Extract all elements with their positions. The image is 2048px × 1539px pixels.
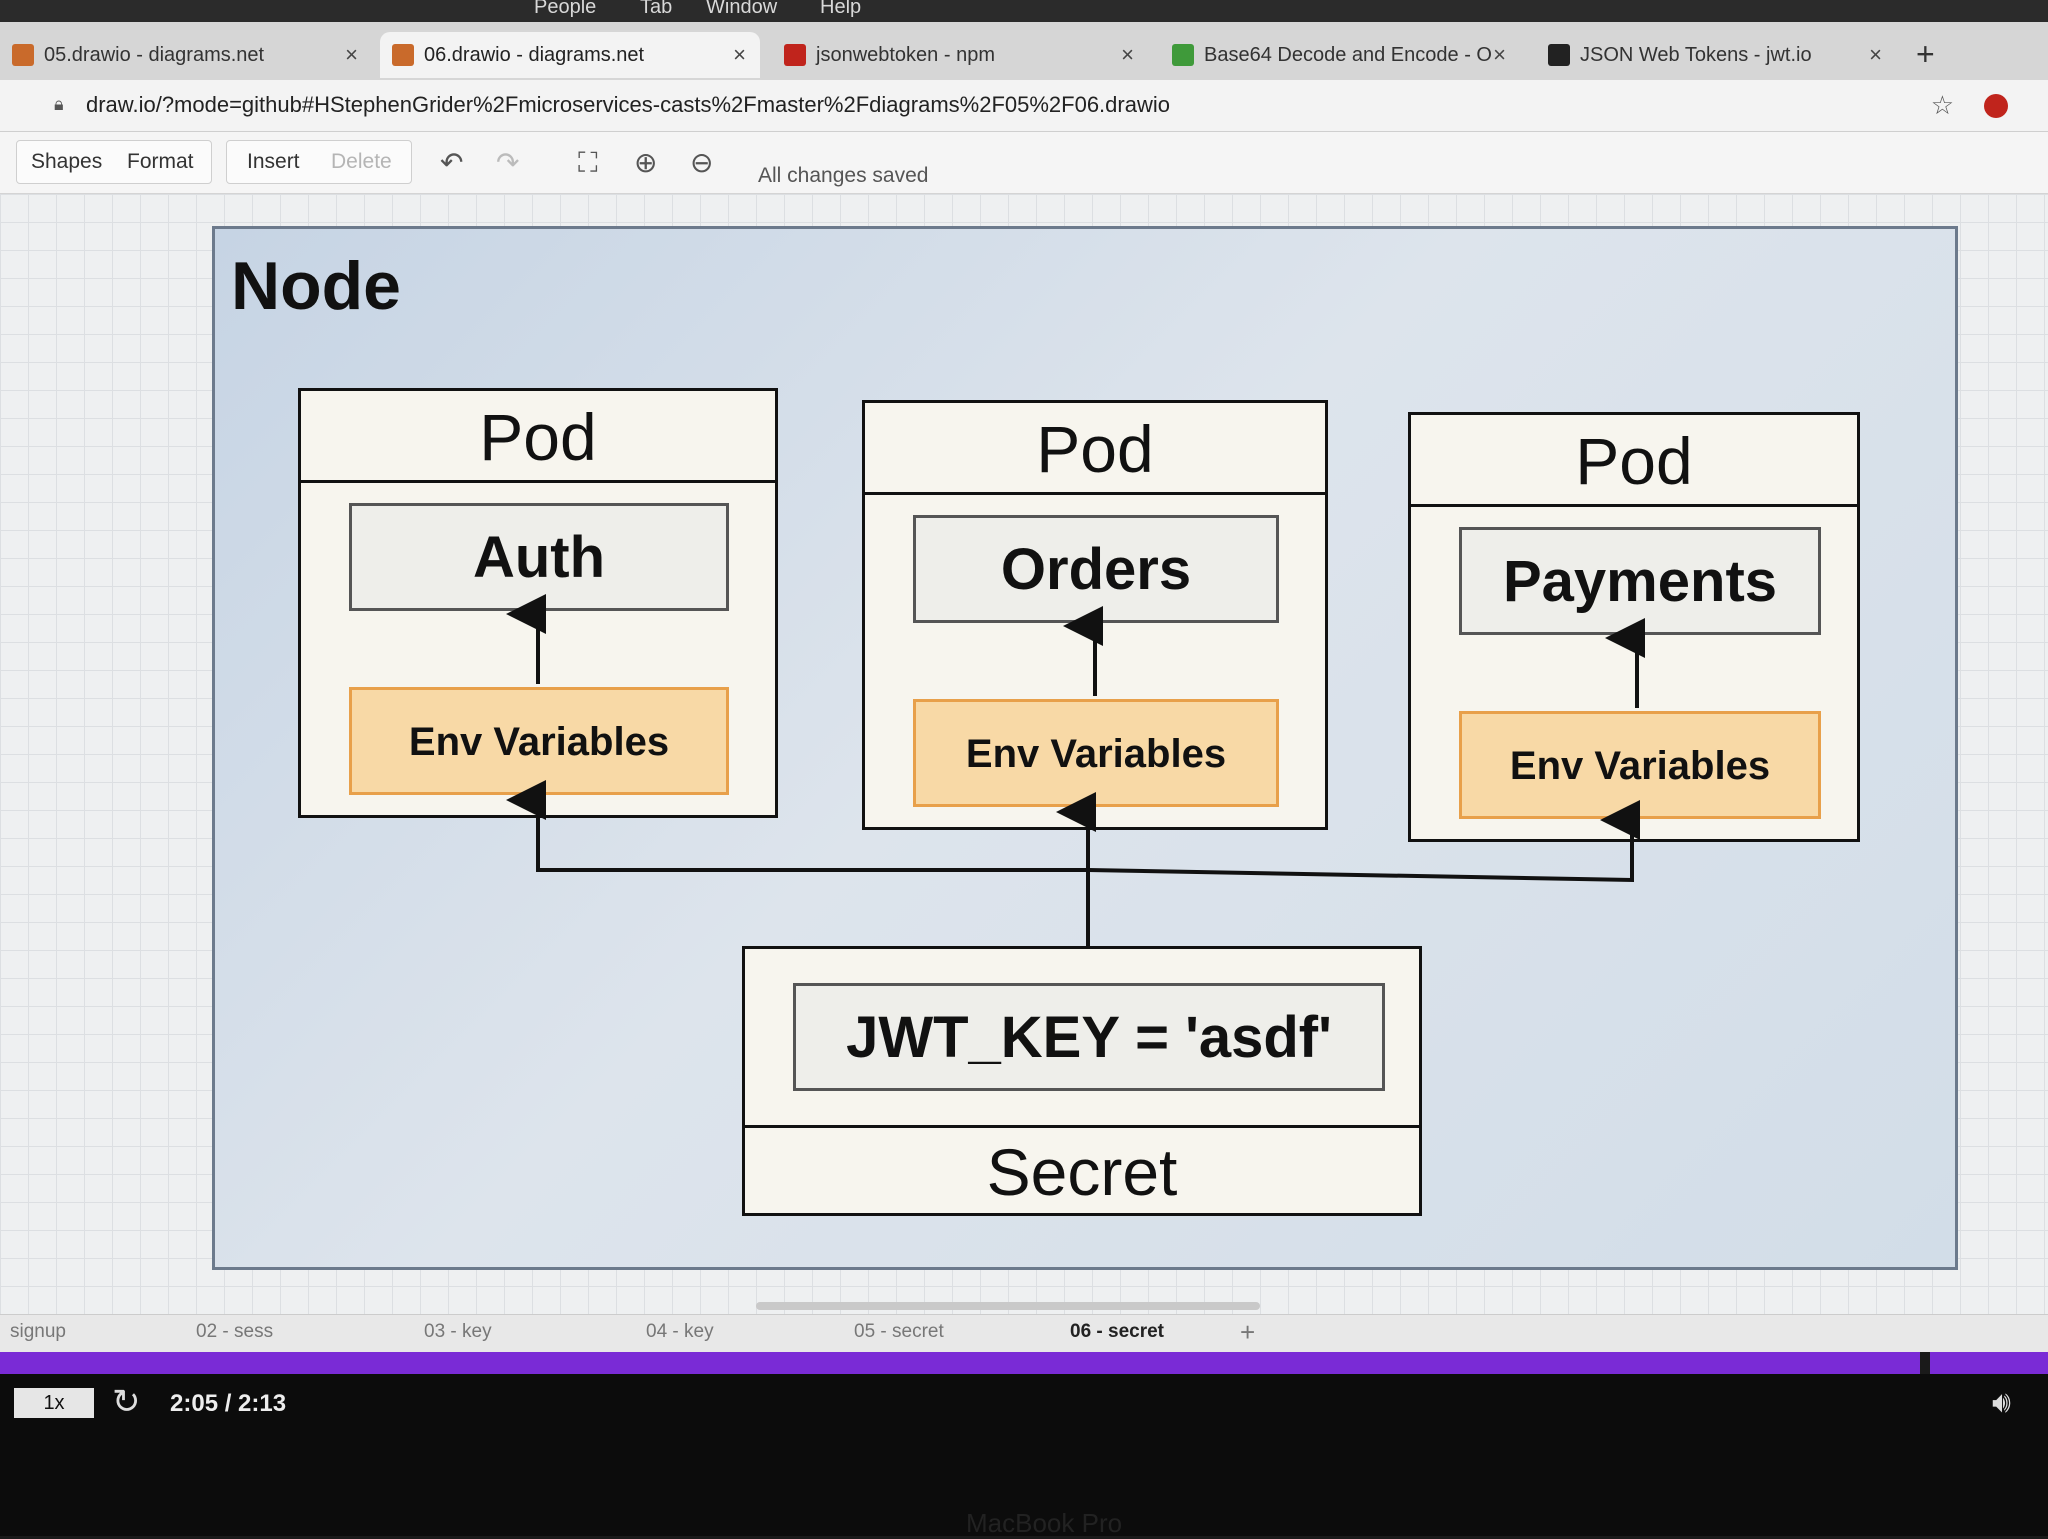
page-tab-signup[interactable]: signup [10, 1321, 66, 1342]
mac-menu-bar: People Tab Window Help [0, 0, 2048, 22]
menu-tab[interactable]: Tab [640, 0, 673, 18]
zoom-in-icon[interactable]: ⊕ [634, 147, 658, 178]
close-tab-icon[interactable]: × [733, 42, 746, 67]
close-tab-icon[interactable]: × [345, 42, 358, 67]
tab-title: JSON Web Tokens - jwt.io [1580, 44, 1812, 66]
save-status: All changes saved [758, 164, 929, 187]
tab-title: Base64 Decode and Encode - O [1204, 44, 1492, 66]
address-bar: 🔒︎ draw.io/?mode=github#HStephenGrider%2… [0, 80, 2048, 132]
format-button[interactable]: Format [127, 150, 194, 173]
drawio-favicon-icon [392, 44, 414, 66]
page-tabs: signup 02 - sess 03 - key 04 - key 05 - … [0, 1314, 2048, 1352]
replay-icon[interactable]: ↻ [112, 1383, 141, 1421]
tab-title: jsonwebtoken - npm [816, 44, 995, 66]
env-variables-box[interactable]: Env Variables [913, 699, 1279, 807]
progress-knob[interactable] [1920, 1352, 1931, 1374]
env-variables-box[interactable]: Env Variables [1459, 711, 1821, 819]
node-title: Node [231, 248, 401, 324]
base64-favicon-icon [1172, 44, 1194, 66]
close-tab-icon[interactable]: × [1121, 42, 1134, 67]
laptop-bezel-label: MacBook Pro [966, 1508, 1123, 1538]
page-tab-03[interactable]: 03 - key [424, 1321, 492, 1342]
menu-window[interactable]: Window [706, 0, 778, 18]
video-progress-bar[interactable] [0, 1352, 2048, 1374]
pod-header: Pod [865, 403, 1325, 495]
zoom-out-icon[interactable]: ⊖ [690, 147, 714, 178]
panel-toggle-group: Shapes Format [16, 140, 212, 184]
page-tab-06[interactable]: 06 - secret [1070, 1321, 1165, 1342]
page-tab-04[interactable]: 04 - key [646, 1321, 714, 1342]
secret-label: Secret [745, 1125, 1419, 1213]
undo-icon[interactable]: ↶ [440, 147, 464, 178]
jwt-key-value[interactable]: JWT_KEY = 'asdf' [793, 983, 1385, 1091]
service-auth[interactable]: Auth [349, 503, 729, 611]
tab-jwt-io[interactable]: JSON Web Tokens - jwt.io × [1536, 32, 1896, 78]
playback-time: 2:05 / 2:13 [170, 1390, 287, 1417]
drawio-favicon-icon [12, 44, 34, 66]
delete-button[interactable]: Delete [331, 150, 392, 173]
pod-header: Pod [301, 391, 775, 483]
pod-orders[interactable]: Pod Orders Env Variables [862, 400, 1328, 830]
pod-payments[interactable]: Pod Payments Env Variables [1408, 412, 1860, 842]
service-orders[interactable]: Orders [913, 515, 1279, 623]
env-variables-box[interactable]: Env Variables [349, 687, 729, 795]
playback-speed-button[interactable]: 1x [14, 1388, 94, 1418]
fullscreen-icon[interactable]: ⛶ [578, 147, 598, 178]
tab-title: 05.drawio - diagrams.net [44, 44, 265, 66]
pod-header: Pod [1411, 415, 1857, 507]
secret-object[interactable]: JWT_KEY = 'asdf' Secret [742, 946, 1422, 1216]
volume-icon[interactable]: 🔊︎ [1992, 1386, 2011, 1419]
bookmark-star-icon[interactable]: ☆ [1930, 90, 1954, 120]
browser-tab-strip: 05.drawio - diagrams.net × 06.drawio - d… [0, 22, 2048, 80]
tab-title: 06.drawio - diagrams.net [424, 44, 645, 66]
npm-favicon-icon [784, 44, 806, 66]
tab-base64[interactable]: Base64 Decode and Encode - O × [1160, 32, 1520, 78]
tab-05-drawio[interactable]: 05.drawio - diagrams.net × [0, 32, 372, 78]
lock-icon: 🔒︎ [54, 94, 64, 114]
page-tab-05[interactable]: 05 - secret [854, 1321, 944, 1342]
close-tab-icon[interactable]: × [1493, 42, 1506, 67]
tab-06-drawio[interactable]: 06.drawio - diagrams.net × [380, 32, 760, 78]
close-tab-icon[interactable]: × [1869, 42, 1882, 67]
insert-delete-group: Insert Delete [226, 140, 412, 184]
service-payments[interactable]: Payments [1459, 527, 1821, 635]
url-field[interactable]: draw.io/?mode=github#HStephenGrider%2Fmi… [86, 92, 1170, 117]
jwt-favicon-icon [1548, 44, 1570, 66]
add-page-button[interactable]: + [1240, 1317, 1256, 1347]
page-tab-02[interactable]: 02 - sess [196, 1321, 274, 1342]
menu-people[interactable]: People [534, 0, 597, 18]
video-controls: 1x ↻ 2:05 / 2:13 🔊︎ MacBook Pro [0, 1374, 2048, 1538]
insert-button[interactable]: Insert [247, 150, 300, 173]
tab-jsonwebtoken-npm[interactable]: jsonwebtoken - npm × [772, 32, 1148, 78]
extension-icon[interactable] [1984, 94, 2008, 118]
pod-auth[interactable]: Pod Auth Env Variables [298, 388, 778, 818]
horizontal-scrollbar[interactable] [756, 1302, 1260, 1310]
menu-help[interactable]: Help [820, 0, 862, 18]
shapes-button[interactable]: Shapes [31, 150, 103, 173]
drawio-toolbar: Shapes Format Insert Delete ↶ ↷ ⛶ ⊕ ⊖ [0, 132, 2048, 194]
new-tab-button[interactable]: + [1916, 36, 1935, 72]
redo-icon[interactable]: ↷ [496, 147, 520, 178]
